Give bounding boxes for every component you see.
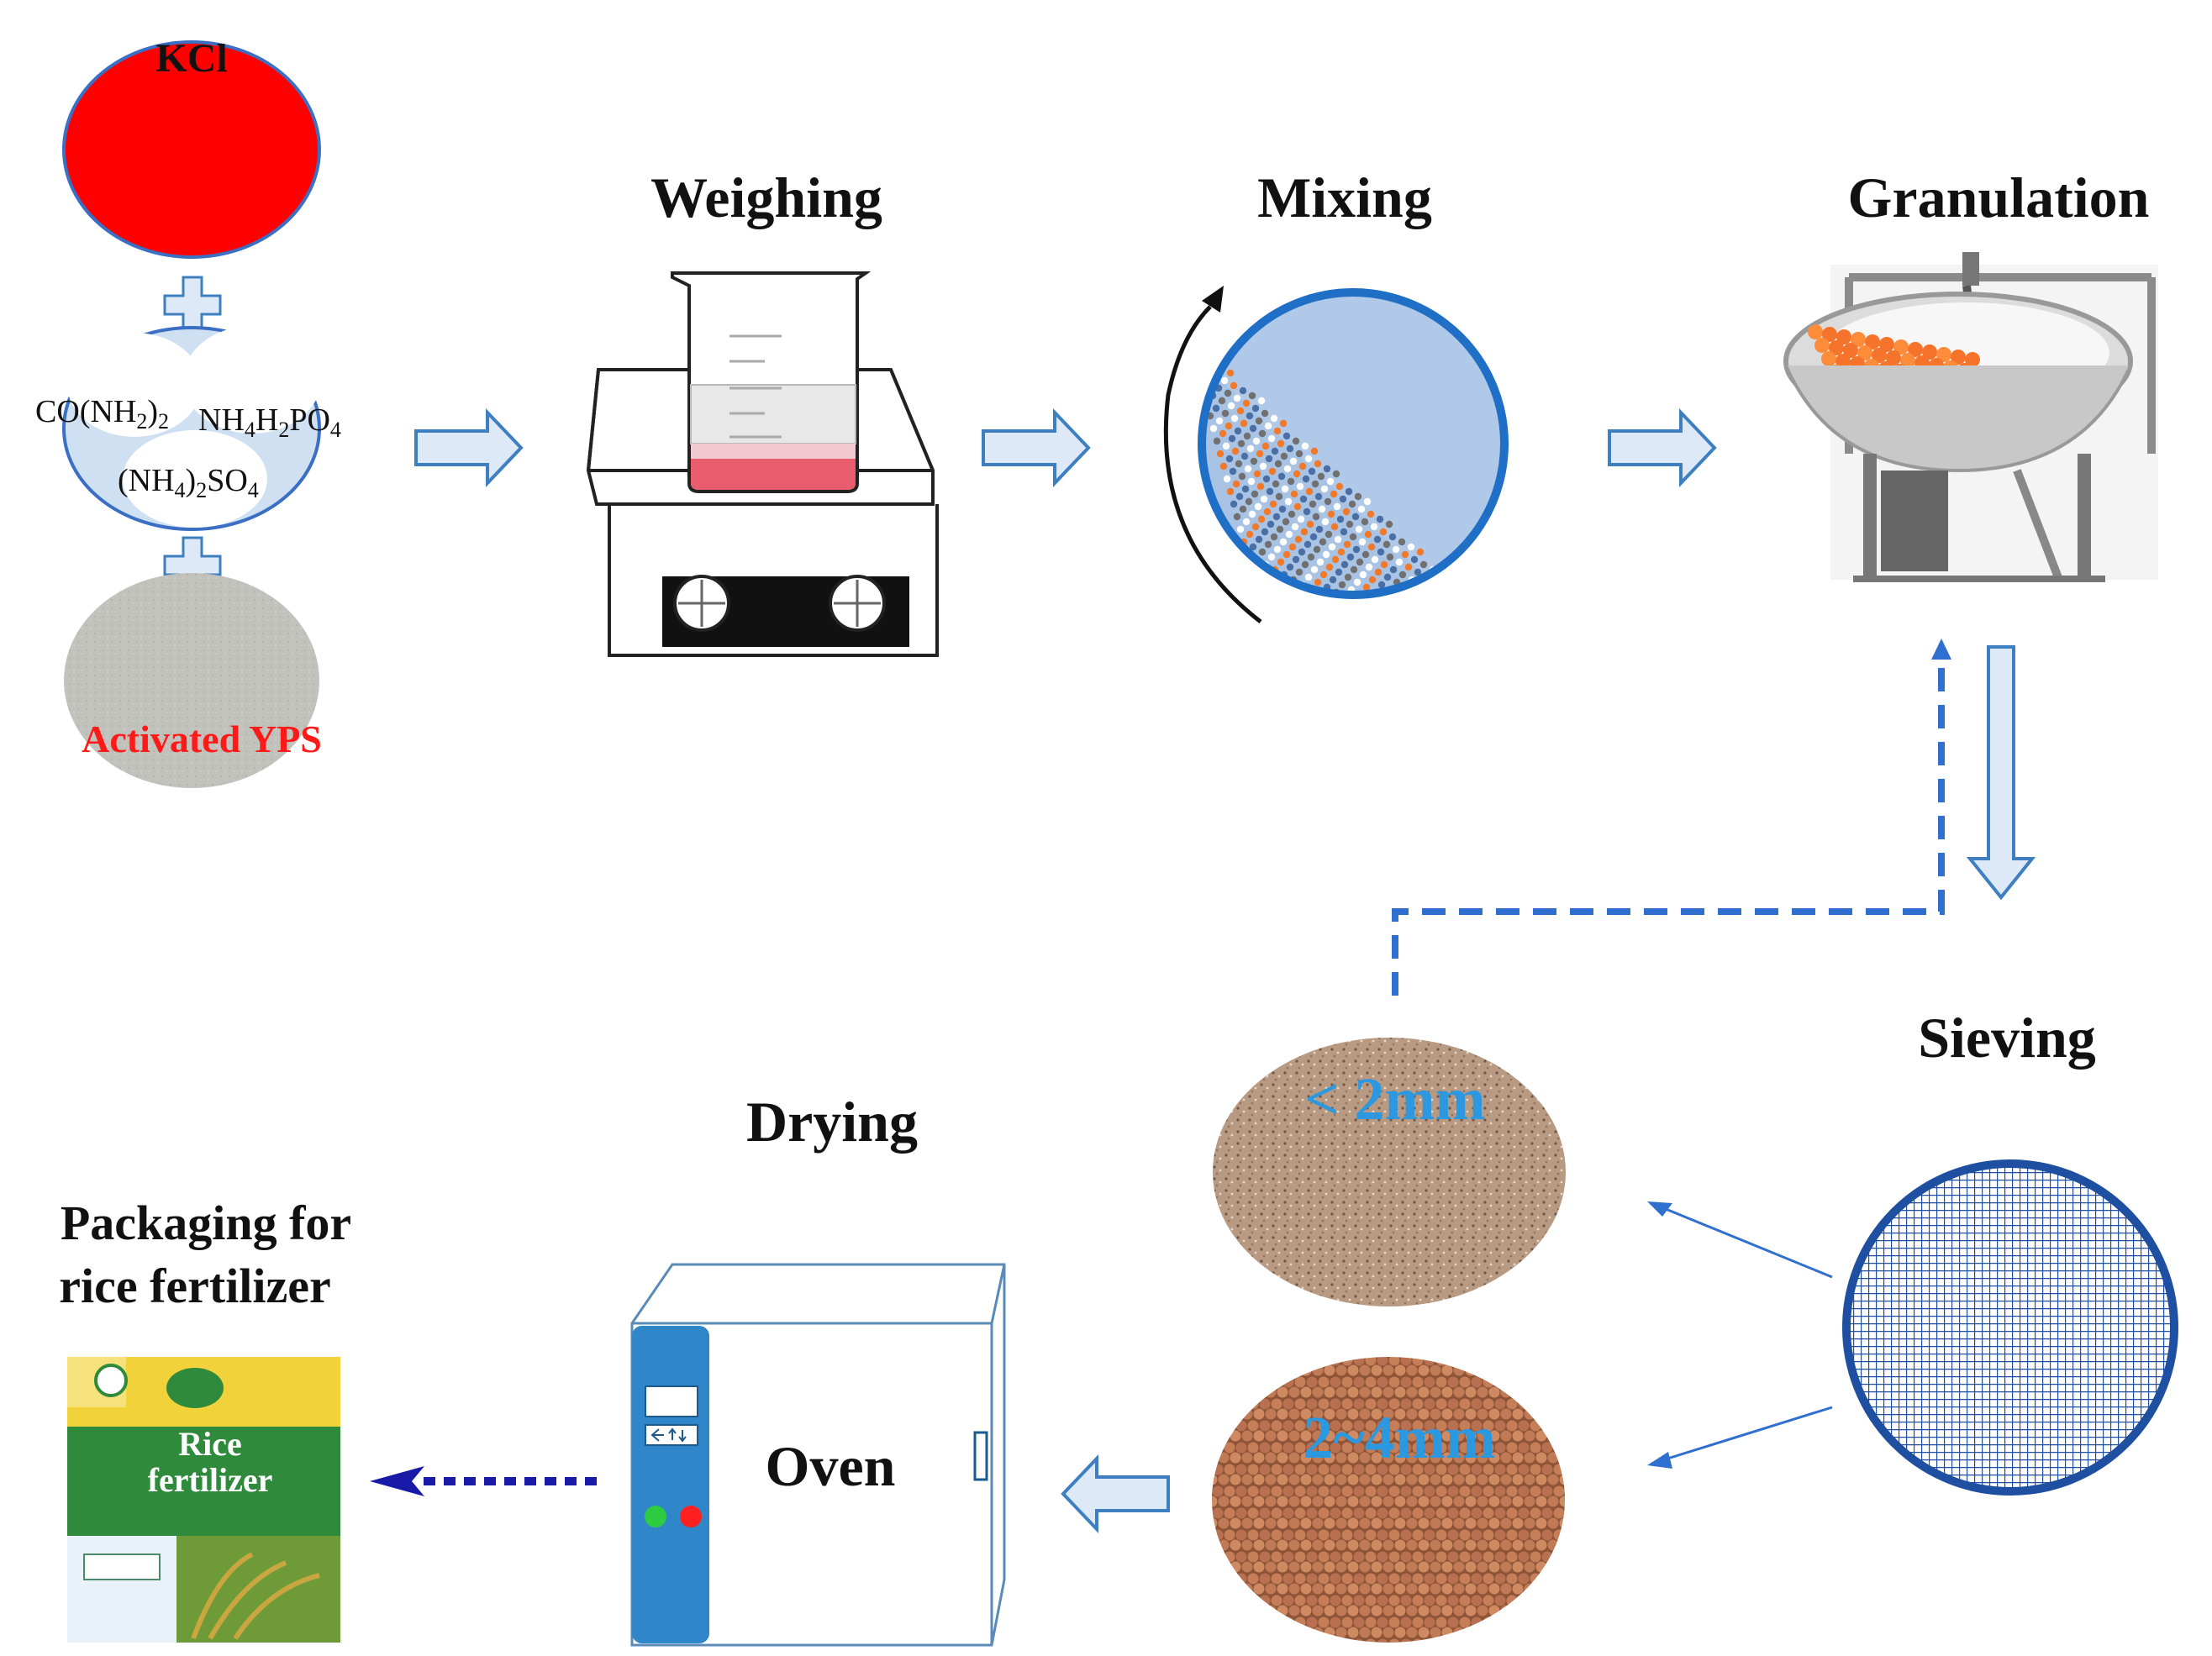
- left-arrow-icon: [1061, 1454, 1170, 1533]
- pellet-particles: 2~4mm: [1212, 1357, 1565, 1643]
- mixing-step: Mixing: [1163, 166, 1509, 623]
- weighing-step: Weighing: [586, 166, 939, 657]
- beaker-icon: [671, 271, 872, 493]
- drying-step: Drying Oven: [630, 1090, 1006, 1647]
- right-arrow-icon: [1608, 408, 1717, 487]
- raw-materials: KCl CO(NH2)2 NH4H2PO4 (NH4)2SO4 Activate…: [35, 36, 341, 788]
- packaging-title-line1: Packaging for: [61, 1196, 351, 1250]
- oven-label: Oven: [766, 1434, 896, 1498]
- granulator-icon: [1783, 252, 2158, 582]
- kcl-label: KCl: [155, 36, 227, 81]
- mixing-drum-icon: [1163, 286, 1509, 623]
- right-arrow-icon: [414, 408, 524, 487]
- activated-yps-label: Activated YPS: [82, 718, 322, 760]
- fine-particles: < 2mm: [1213, 1038, 1566, 1306]
- bag-rice-label: Rice: [178, 1425, 242, 1463]
- urea-formula: CO(NH2)2: [35, 394, 169, 434]
- sieving-step: Sieving: [1647, 1006, 2178, 1496]
- granulation-step: Granulation: [1783, 166, 2158, 582]
- fertilizer-bag-icon: Rice fertilizer: [67, 1357, 340, 1643]
- drying-title: Drying: [746, 1090, 918, 1154]
- map-formula: NH4H2PO4: [198, 402, 341, 442]
- weighing-title: Weighing: [650, 166, 882, 229]
- packaging-step: Packaging for rice fertilizer Rice ferti…: [59, 1196, 351, 1643]
- sieve-icon: [1842, 1159, 2178, 1496]
- packaging-title-line2: rice fertilizer: [59, 1259, 331, 1313]
- right-arrow-icon: [982, 408, 1091, 487]
- mixing-title: Mixing: [1257, 166, 1432, 229]
- ammonium-sulfate-formula: (NH4)2SO4: [118, 463, 259, 502]
- activated-yps-disc: [64, 573, 319, 788]
- bag-fertilizer-label: fertilizer: [148, 1461, 273, 1499]
- kcl-disc: [62, 40, 321, 259]
- oven-icon: Oven: [630, 1263, 1006, 1647]
- recycle-dashed-arrow: [1392, 639, 1951, 996]
- pellet-size-label: 2~4mm: [1303, 1404, 1495, 1471]
- granulation-title: Granulation: [1848, 166, 2150, 229]
- down-arrow-icon: [1966, 645, 2036, 901]
- fine-size-label: < 2mm: [1305, 1065, 1486, 1133]
- dotted-arrow: [370, 1466, 597, 1496]
- sieving-title: Sieving: [1918, 1006, 2096, 1070]
- plus-icon: [163, 276, 222, 334]
